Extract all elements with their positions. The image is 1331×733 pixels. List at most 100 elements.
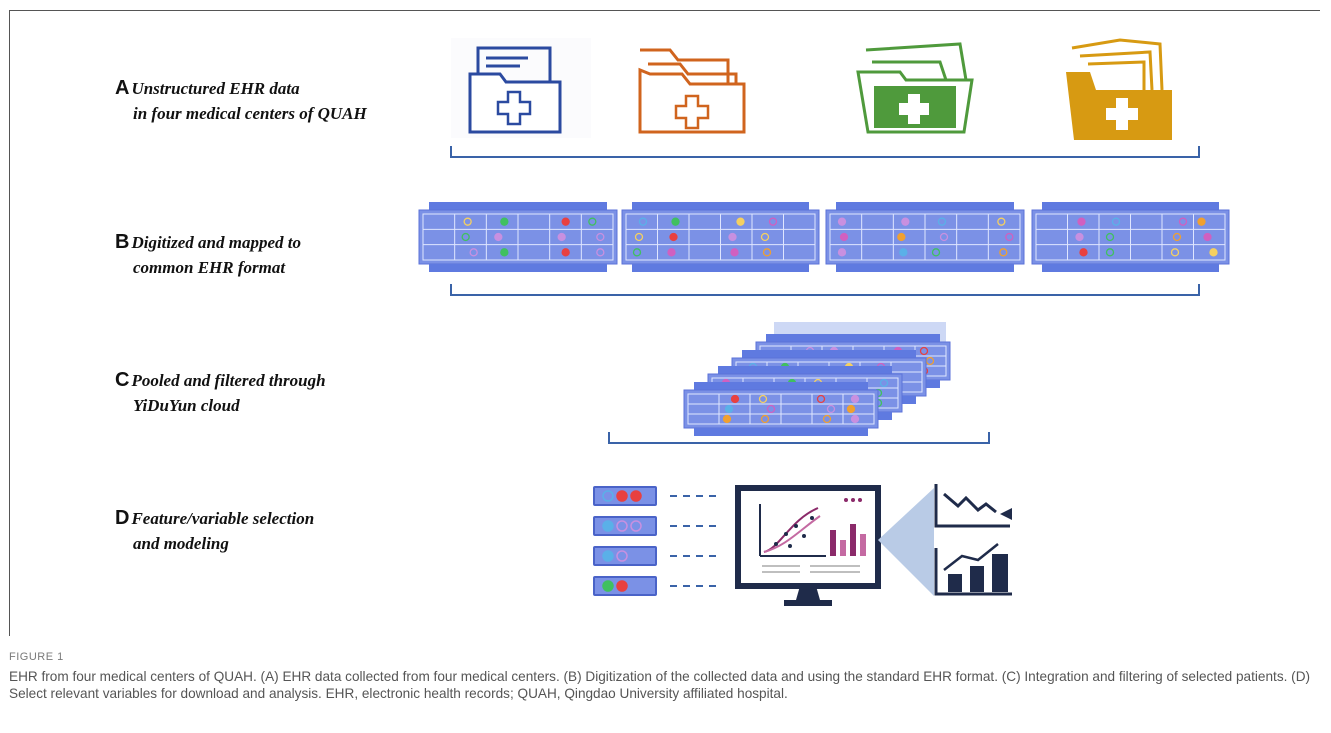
variable-record: [593, 486, 718, 506]
table-cell-dot: [837, 217, 847, 226]
table-cell-dot: [1203, 232, 1212, 242]
stage-b-line1: Digitized and mapped to: [131, 233, 301, 252]
stage-d-letter: D: [115, 507, 130, 529]
table-cell-dot: [999, 248, 1008, 257]
table-cell-dot: [671, 217, 680, 226]
medical-folder-icon: [638, 48, 746, 134]
table-cell-dot: [760, 414, 770, 424]
stage-b-line2: common EHR format: [133, 258, 286, 277]
table-cell-dot: [494, 232, 503, 242]
table-cell-dot: [931, 248, 941, 257]
table-cell-dot: [762, 248, 772, 257]
table-cell-dot: [768, 217, 778, 226]
table-cell-dot: [897, 232, 906, 242]
table-cell-dot: [596, 248, 605, 257]
table-cell-dot: [822, 414, 832, 424]
table-cell-dot: [1111, 217, 1121, 226]
table-cell-dot: [850, 414, 860, 424]
table-cell-dot: [937, 217, 947, 226]
stage-a-line2: in four medical centers of QUAH: [133, 104, 367, 123]
pooled-table-stack: [683, 322, 951, 436]
stage-a-line1: Unstructured EHR data: [131, 79, 300, 98]
variable-record: [593, 516, 718, 536]
table-cell-dot: [561, 217, 570, 226]
stage-c-line2: YiDuYun cloud: [133, 396, 240, 415]
stage-d-line1: Feature/variable selection: [131, 509, 315, 528]
table-cell-dot: [901, 217, 910, 226]
table-cell-dot: [1209, 248, 1218, 257]
table-cell-dot: [1077, 217, 1086, 226]
stage-d-line2: and modeling: [133, 534, 229, 553]
ehr-table: [621, 202, 820, 272]
table-cell-dot: [760, 232, 770, 242]
ehr-table: [683, 382, 879, 436]
computer-monitor-icon: [735, 485, 881, 606]
table-cell-dot: [724, 404, 734, 414]
selected-variables-list: [593, 486, 718, 596]
table-cell-dot: [1170, 248, 1180, 257]
stage-c-letter: C: [115, 369, 130, 391]
table-cell-dot: [638, 217, 648, 226]
table-cell-dot: [561, 248, 570, 257]
stage-a-letter: A: [115, 77, 130, 99]
table-cell-dot: [557, 232, 566, 242]
stage-c-line1: Pooled and filtered through: [131, 371, 326, 390]
table-cell-dot: [1075, 232, 1084, 242]
bracket-a: [450, 146, 1200, 158]
table-cell-dot: [839, 232, 849, 242]
ehr-table: [1031, 202, 1230, 272]
medical-folder-icon: [1066, 38, 1172, 140]
bracket-b: [450, 284, 1200, 296]
trend-down-chart-icon: [934, 484, 1012, 528]
table-cell-dot: [997, 217, 1006, 226]
figure-label: FIGURE 1: [9, 651, 64, 663]
table-cell-dot: [634, 232, 644, 242]
figure-caption: EHR from four medical centers of QUAH. (…: [9, 669, 1311, 701]
stage-b-letter: B: [115, 231, 130, 253]
table-cell-dot: [1178, 217, 1188, 226]
table-cell-dot: [1105, 232, 1115, 242]
table-cell-dot: [500, 217, 509, 226]
medical-folder-icon: [856, 42, 974, 134]
bar-chart-icon: [934, 543, 1012, 596]
figure-frame: [9, 10, 1320, 636]
variable-record: [593, 576, 718, 596]
table-cell-dot: [939, 232, 949, 242]
ehr-table: [418, 202, 618, 272]
projection-beam: [878, 488, 934, 596]
table-cell-dot: [728, 232, 737, 242]
table-cell-dot: [1105, 248, 1115, 257]
table-cell-dot: [919, 346, 929, 356]
table-cell-dot: [1172, 232, 1182, 242]
table-cell-dot: [469, 248, 478, 257]
table-cell-dot: [461, 232, 470, 242]
table-cell-dot: [758, 394, 768, 404]
table-cell-dot: [730, 394, 740, 404]
ehr-table-group: [418, 202, 1230, 272]
table-cell-dot: [1079, 248, 1088, 257]
table-cell-dot: [722, 414, 732, 424]
table-cell-dot: [463, 217, 472, 226]
table-cell-dot: [596, 232, 605, 242]
table-cell-dot: [730, 248, 739, 257]
table-cell-dot: [899, 248, 908, 257]
table-cell-dot: [850, 394, 860, 404]
table-cell-dot: [500, 248, 509, 257]
medical-folder-icon: [451, 38, 591, 138]
table-cell-dot: [632, 248, 642, 257]
table-cell-dot: [879, 378, 889, 388]
table-cell-dot: [667, 248, 676, 257]
table-cell-dot: [837, 248, 847, 257]
table-cell-dot: [1197, 217, 1206, 226]
table-cell-dot: [588, 217, 597, 226]
table-cell-dot: [846, 404, 856, 414]
table-cell-dot: [816, 394, 826, 404]
table-cell-dot: [736, 217, 745, 226]
variable-record: [593, 546, 718, 566]
table-cell-dot: [1005, 232, 1014, 242]
table-cell-dot: [669, 232, 678, 242]
